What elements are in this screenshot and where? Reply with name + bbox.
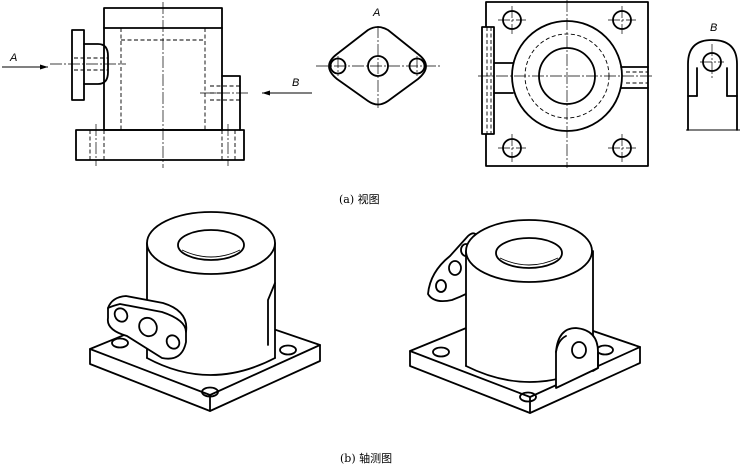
- caption-axonometric: (b) 轴测图: [340, 452, 393, 465]
- view-a-flange: A: [316, 7, 440, 108]
- top-view: [478, 0, 654, 168]
- view-a-title: A: [372, 7, 380, 19]
- view-b-title: B: [710, 22, 717, 34]
- caption-views: (a) 视图: [339, 193, 380, 206]
- arrow-a-label: A: [9, 52, 17, 64]
- axonometric-view-1: [89, 211, 321, 412]
- view-arrow-b: B: [262, 77, 312, 96]
- arrow-b-label: B: [292, 77, 299, 89]
- view-arrow-a: A: [2, 52, 48, 70]
- axonometric-view-2: [409, 219, 641, 414]
- view-b-ear: B: [686, 22, 740, 131]
- front-view: [50, 2, 250, 168]
